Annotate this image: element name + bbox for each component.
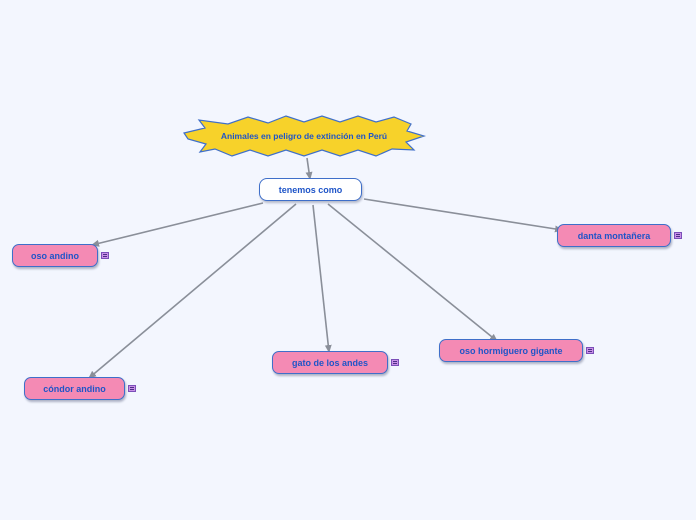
connector-node-tenemos-como[interactable]: tenemos como bbox=[259, 178, 362, 201]
node-oso-andino[interactable]: oso andino bbox=[12, 244, 98, 267]
map-title[interactable]: Animales en peligro de extinción en Perú bbox=[220, 131, 388, 141]
title-starburst bbox=[183, 115, 427, 157]
node-gato-de-los-andes[interactable]: gato de los andes bbox=[272, 351, 388, 374]
arrow-to-condor-andino bbox=[88, 203, 297, 379]
arrow-to-oso-hormiguero bbox=[327, 203, 498, 342]
node-danta-montanera[interactable]: danta montañera bbox=[557, 224, 671, 247]
arrow-title-to-connector bbox=[305, 157, 313, 180]
arrow-to-gato-de-los-andes bbox=[312, 204, 332, 353]
node-oso-hormiguero-gigante[interactable]: oso hormiguero gigante bbox=[439, 339, 583, 362]
note-icon[interactable] bbox=[391, 359, 399, 366]
note-icon[interactable] bbox=[128, 385, 136, 392]
node-condor-andino[interactable]: cóndor andino bbox=[24, 377, 125, 400]
note-icon[interactable] bbox=[586, 347, 594, 354]
arrow-to-danta-montanera bbox=[363, 198, 563, 233]
note-icon[interactable] bbox=[101, 252, 109, 259]
note-icon[interactable] bbox=[674, 232, 682, 239]
arrow-to-oso-andino bbox=[91, 202, 264, 247]
